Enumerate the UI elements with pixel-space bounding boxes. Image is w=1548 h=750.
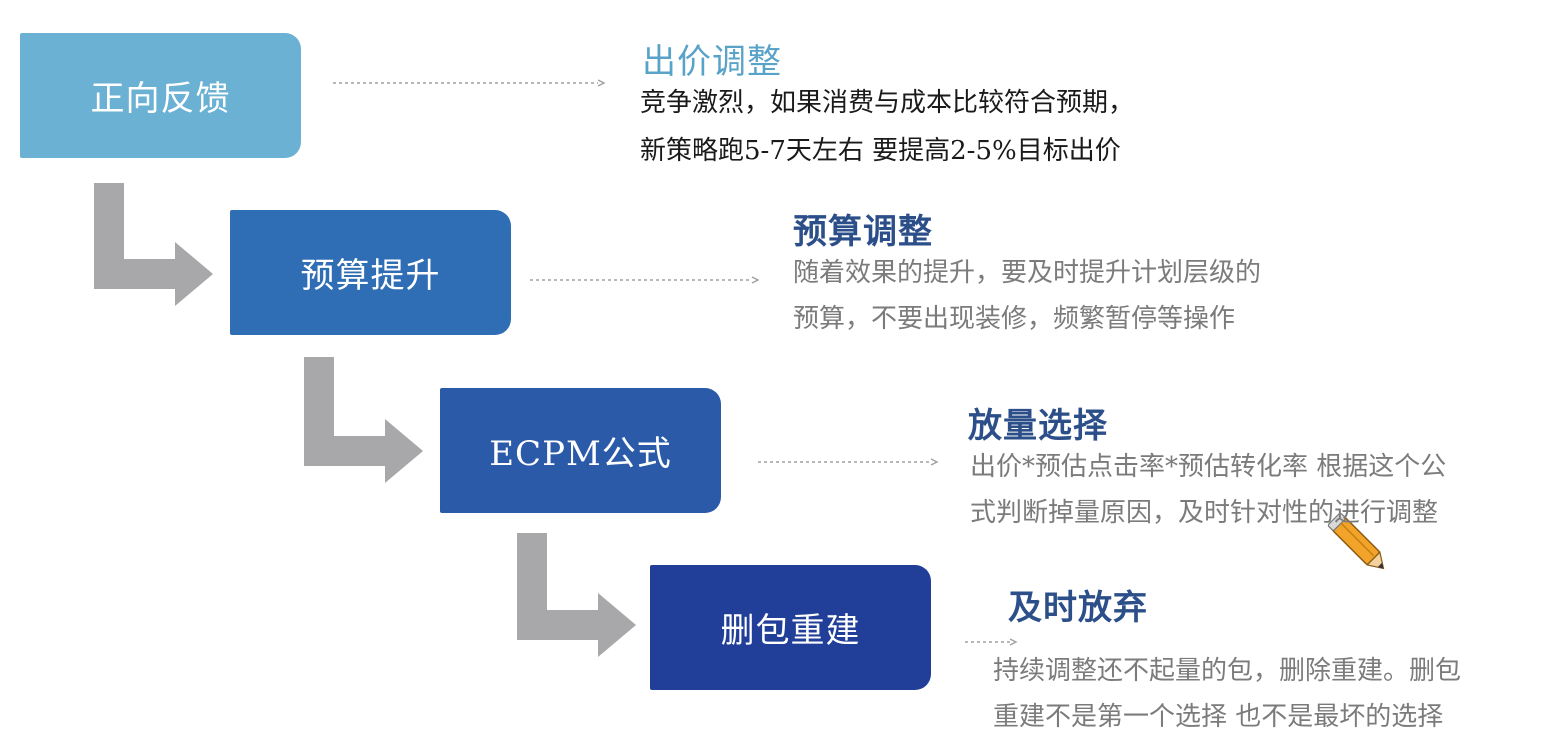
- step-title-volume-choice: 放量选择: [968, 406, 1108, 446]
- bent-arrow-icon: [517, 533, 636, 657]
- dotted-leader-arrowhead: [1009, 638, 1018, 646]
- step-desc-line: 随着效果的提升，要及时提升计划层级的: [793, 258, 1262, 288]
- step-box-ecpm-formula: ECPM公式: [440, 388, 721, 513]
- step-title-give-up: 及时放弃: [1008, 588, 1148, 628]
- step-desc-line: 式判断掉量原因，及时针对性的进行调整: [970, 498, 1439, 528]
- step-label: 删包重建: [720, 611, 861, 651]
- bent-arrow-icon: [304, 357, 423, 483]
- step-label: 预算提升: [300, 256, 441, 296]
- step-title-budget-adjust: 预算调整: [793, 212, 933, 252]
- bent-arrow-icon: [94, 183, 213, 306]
- step-title-bid-adjust: 出价调整: [642, 42, 782, 82]
- step-box-delete-rebuild: 删包重建: [650, 565, 931, 690]
- step-label: 正向反馈: [90, 79, 231, 119]
- step-desc-line: 新策略跑5-7天左右 要提高2-5%目标出价: [640, 136, 1121, 166]
- step-box-positive-feedback: 正向反馈: [20, 33, 301, 158]
- dotted-leader-arrowhead: [597, 79, 606, 87]
- dotted-leader-arrowhead: [930, 458, 939, 466]
- step-desc-line: 预算，不要出现装修，频繁暂停等操作: [793, 304, 1236, 334]
- step-label: ECPM公式: [489, 434, 672, 474]
- step-desc-line: 持续调整还不起量的包，删除重建。删包: [993, 656, 1462, 686]
- step-box-budget-increase: 预算提升: [230, 210, 511, 335]
- dotted-leader-arrowhead: [751, 276, 760, 284]
- step-desc-line: 竞争激烈，如果消费与成本比较符合预期，: [640, 88, 1135, 118]
- step-desc-line: 出价*预估点击率*预估转化率 根据这个公: [970, 452, 1447, 482]
- step-desc-line: 重建不是第一个选择 也不是最坏的选择: [993, 702, 1444, 732]
